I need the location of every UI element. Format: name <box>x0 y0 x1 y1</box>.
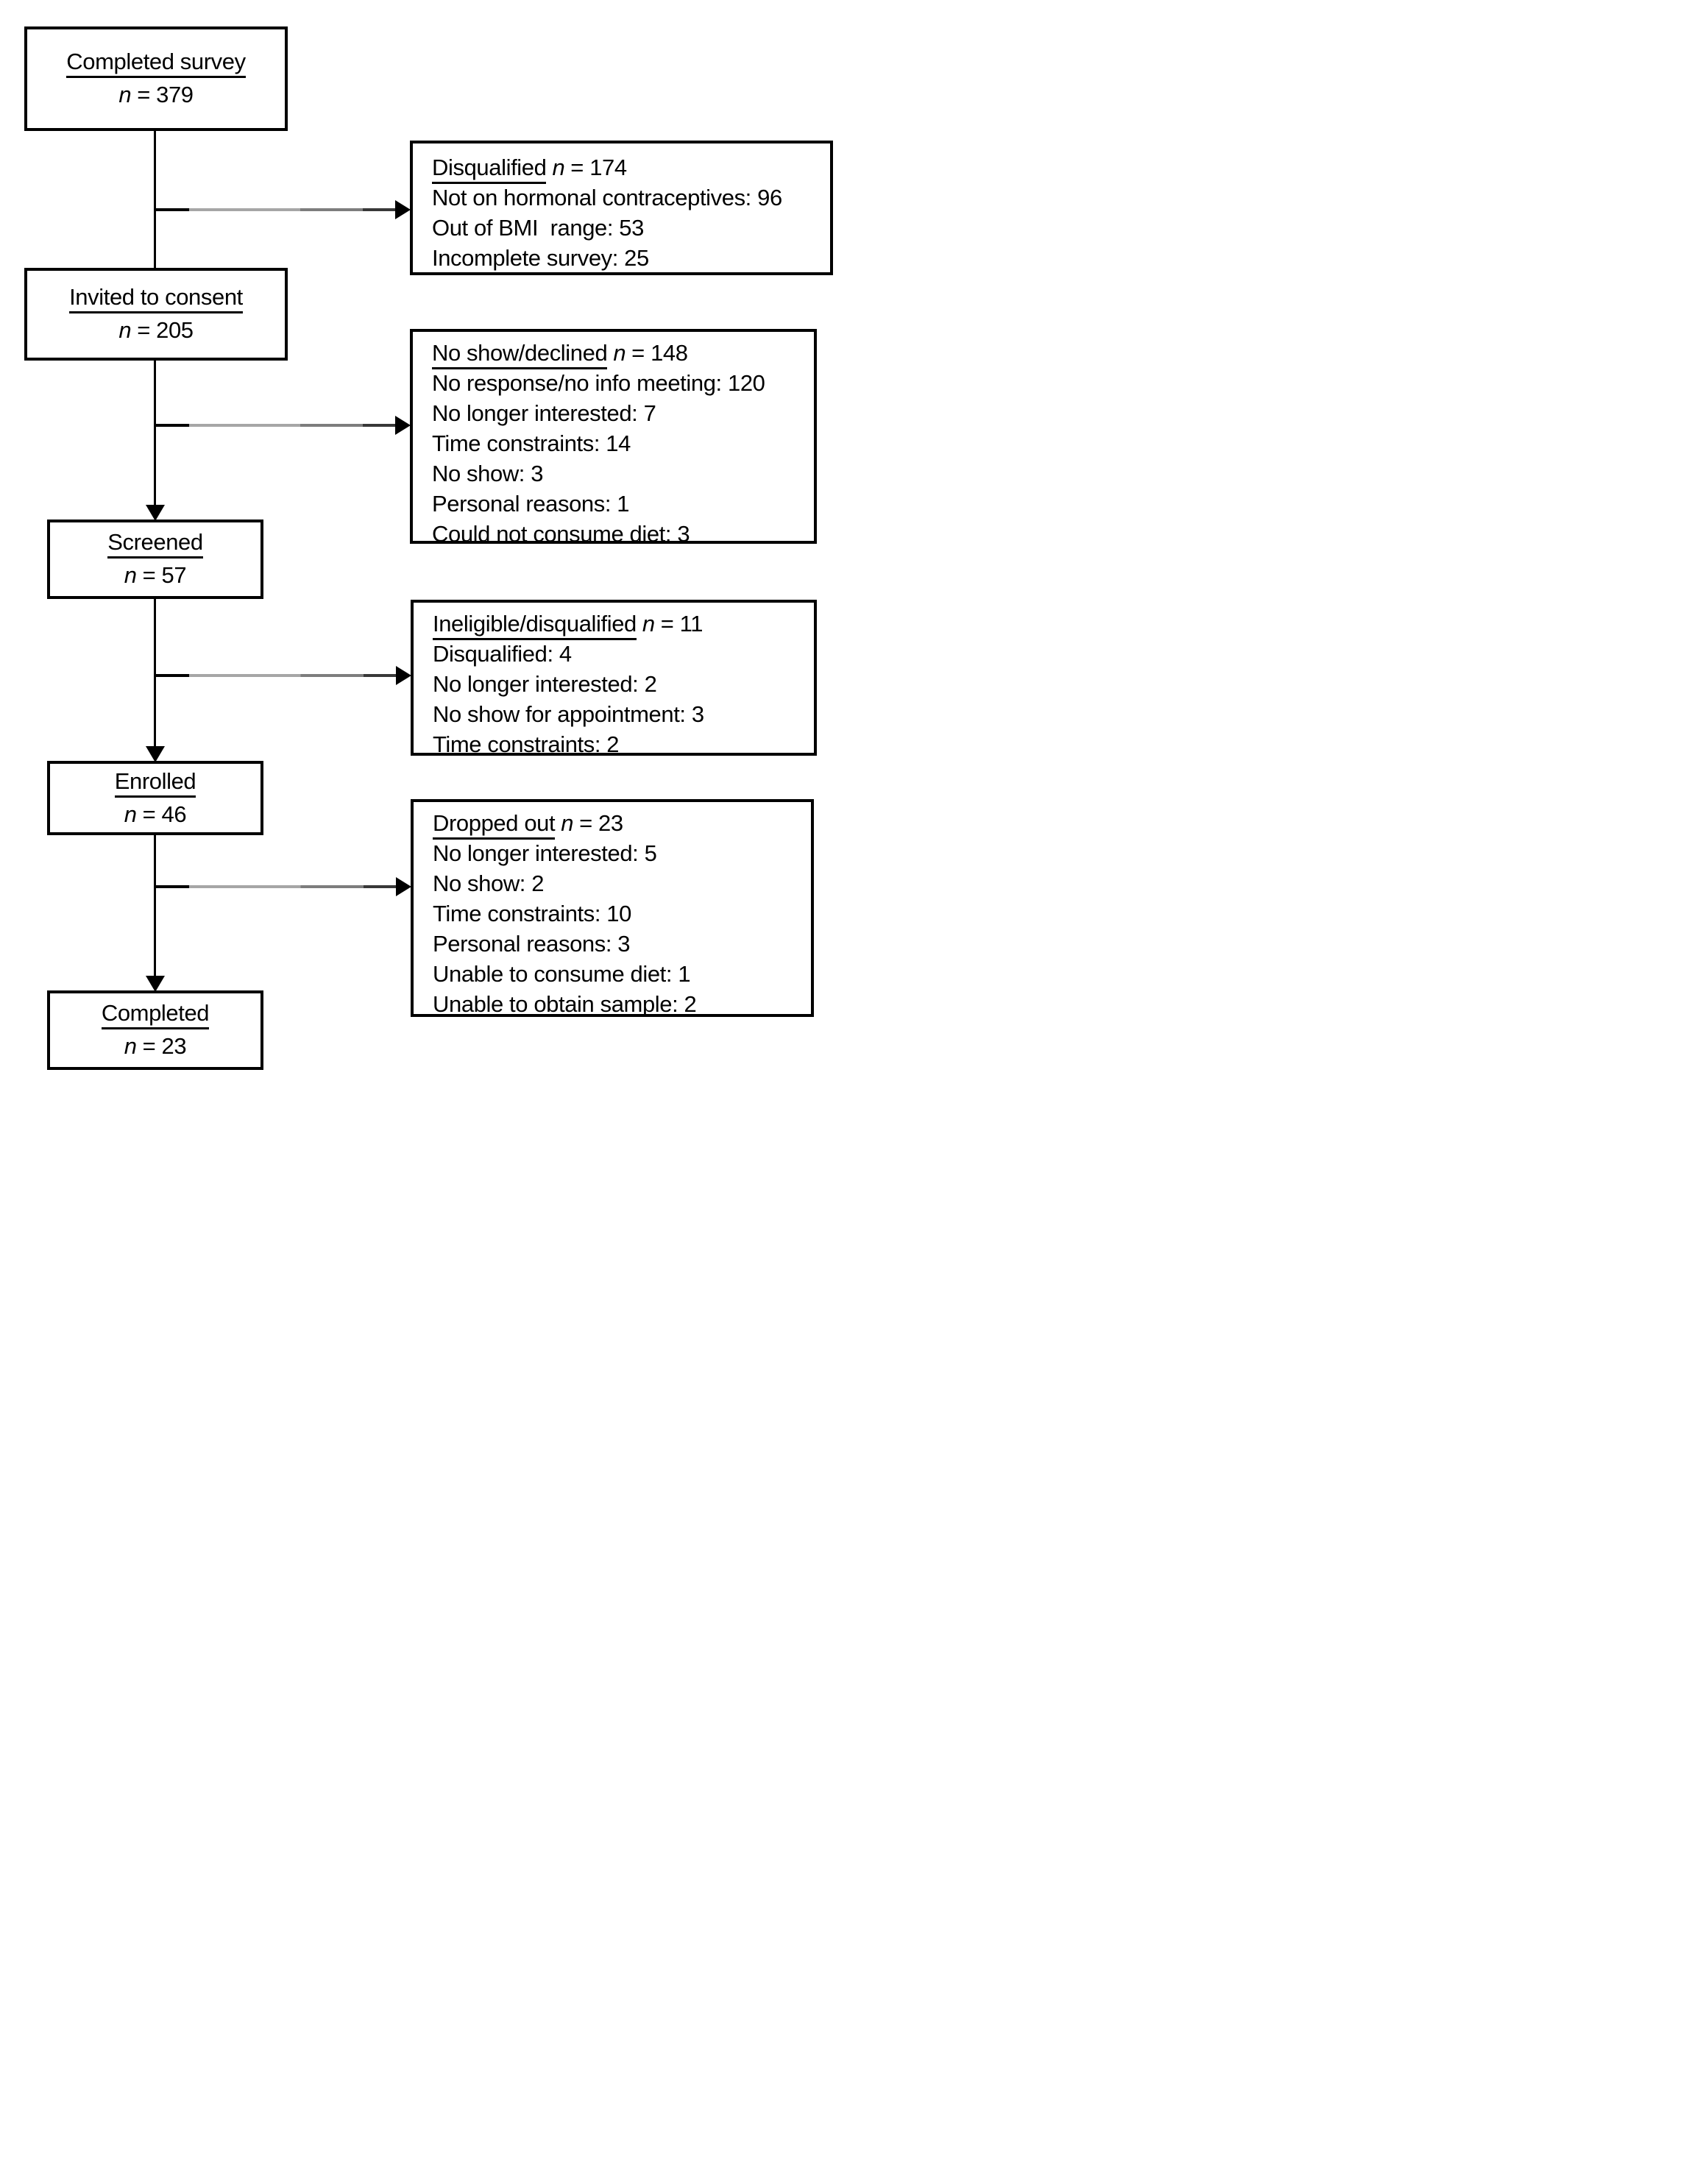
arrowhead-down-icon-3 <box>146 976 165 992</box>
n-symbol: n <box>124 801 137 827</box>
arrowhead-down-icon-1 <box>146 505 165 521</box>
flow-box-label: Completed survey <box>66 49 246 78</box>
side-box-label: Dropped out <box>433 810 556 840</box>
n-value: = 379 <box>137 82 194 107</box>
side-box-item: Out of BMI range: 53 <box>432 215 644 241</box>
side-box-item: Time constraints: 2 <box>433 731 620 757</box>
flow-box-count: n= 205 <box>118 316 194 345</box>
n-value: = 11 <box>660 611 704 637</box>
connector-branch-4 <box>155 885 397 888</box>
flow-box-screened: Screened n= 57 <box>47 520 263 599</box>
flow-box-count: n= 46 <box>124 800 187 829</box>
side-box-item: No longer interested: 2 <box>433 671 657 697</box>
flow-box-label: Completed <box>101 1000 210 1029</box>
side-box-item: No longer interested: 5 <box>433 840 657 866</box>
side-box-item: Unable to consume diet: 1 <box>433 961 691 987</box>
flow-diagram: Completed survey n= 379 Invited to conse… <box>0 0 847 1092</box>
flow-box-title: Screened <box>107 528 203 559</box>
flow-box-label: Invited to consent <box>69 284 243 313</box>
flow-box-completed: Completed n= 23 <box>47 990 263 1070</box>
side-box-item: No longer interested: 7 <box>432 400 656 426</box>
side-box-item: No show for appointment: 3 <box>433 701 704 727</box>
flow-box-label: Enrolled <box>114 767 196 798</box>
arrowhead-down-icon-2 <box>146 746 165 762</box>
n-symbol: n <box>561 810 574 836</box>
connector-vertical-1 <box>154 131 156 268</box>
n-value: = 46 <box>142 801 187 827</box>
connector-vertical-4 <box>154 835 156 977</box>
n-symbol: n <box>118 82 132 107</box>
side-box-label: No show/declined <box>432 340 608 369</box>
connector-branch-1 <box>155 208 397 211</box>
side-box-item: Unable to obtain sample: 2 <box>433 991 697 1017</box>
connector-branch-2 <box>155 424 397 427</box>
flow-box-count: n= 57 <box>124 561 187 590</box>
side-box-item: No response/no info meeting: 120 <box>432 370 765 396</box>
side-box-item: Disqualified: 4 <box>433 641 572 667</box>
n-value: = 57 <box>142 562 187 588</box>
flow-box-label: Screened <box>107 529 203 559</box>
flow-box-invited-to-consent: Invited to consent n= 205 <box>24 268 288 361</box>
side-box-item: Time constraints: 10 <box>433 901 631 926</box>
n-value: = 23 <box>142 1033 187 1059</box>
flow-box-completed-survey: Completed survey n= 379 <box>24 26 288 131</box>
side-box-item: Not on hormonal contraceptives: 96 <box>432 185 782 210</box>
flow-box-title: Invited to consent <box>69 283 243 313</box>
n-symbol: n <box>613 340 626 366</box>
side-box-item: Time constraints: 14 <box>432 430 631 456</box>
flow-box-enrolled: Enrolled n= 46 <box>47 761 263 835</box>
n-symbol: n <box>552 155 565 180</box>
connector-vertical-2 <box>154 361 156 506</box>
arrowhead-right-icon-3 <box>396 666 411 685</box>
n-value: = 174 <box>570 155 627 180</box>
arrowhead-right-icon-4 <box>396 877 411 896</box>
n-symbol: n <box>118 317 132 343</box>
n-symbol: n <box>124 562 137 588</box>
n-symbol: n <box>124 1033 137 1059</box>
connector-branch-3 <box>155 674 397 677</box>
side-box-item: No show: 2 <box>433 871 545 896</box>
connector-vertical-3 <box>154 599 156 748</box>
side-box-item: Personal reasons: 3 <box>433 931 631 957</box>
n-value: = 23 <box>579 810 623 836</box>
arrowhead-right-icon-2 <box>395 416 411 435</box>
flow-box-title: Completed survey <box>66 48 246 78</box>
flow-box-title: Completed <box>101 999 210 1029</box>
n-symbol: n <box>642 611 655 637</box>
flow-box-count: n= 23 <box>124 1032 187 1061</box>
side-box-label: Disqualified <box>432 155 547 184</box>
side-box-label: Ineligible/disqualified <box>433 611 637 640</box>
side-box-item: Personal reasons: 1 <box>432 491 630 517</box>
side-box-item: Could not consume diet: 3 <box>432 521 690 547</box>
n-value: = 205 <box>137 317 194 343</box>
flow-box-title: Enrolled <box>114 767 196 798</box>
flow-box-count: n= 379 <box>118 80 194 110</box>
side-box-item: No show: 3 <box>432 461 544 486</box>
side-box-item: Incomplete survey: 25 <box>432 245 649 271</box>
arrowhead-right-icon-1 <box>395 200 411 219</box>
n-value: = 148 <box>631 340 688 366</box>
